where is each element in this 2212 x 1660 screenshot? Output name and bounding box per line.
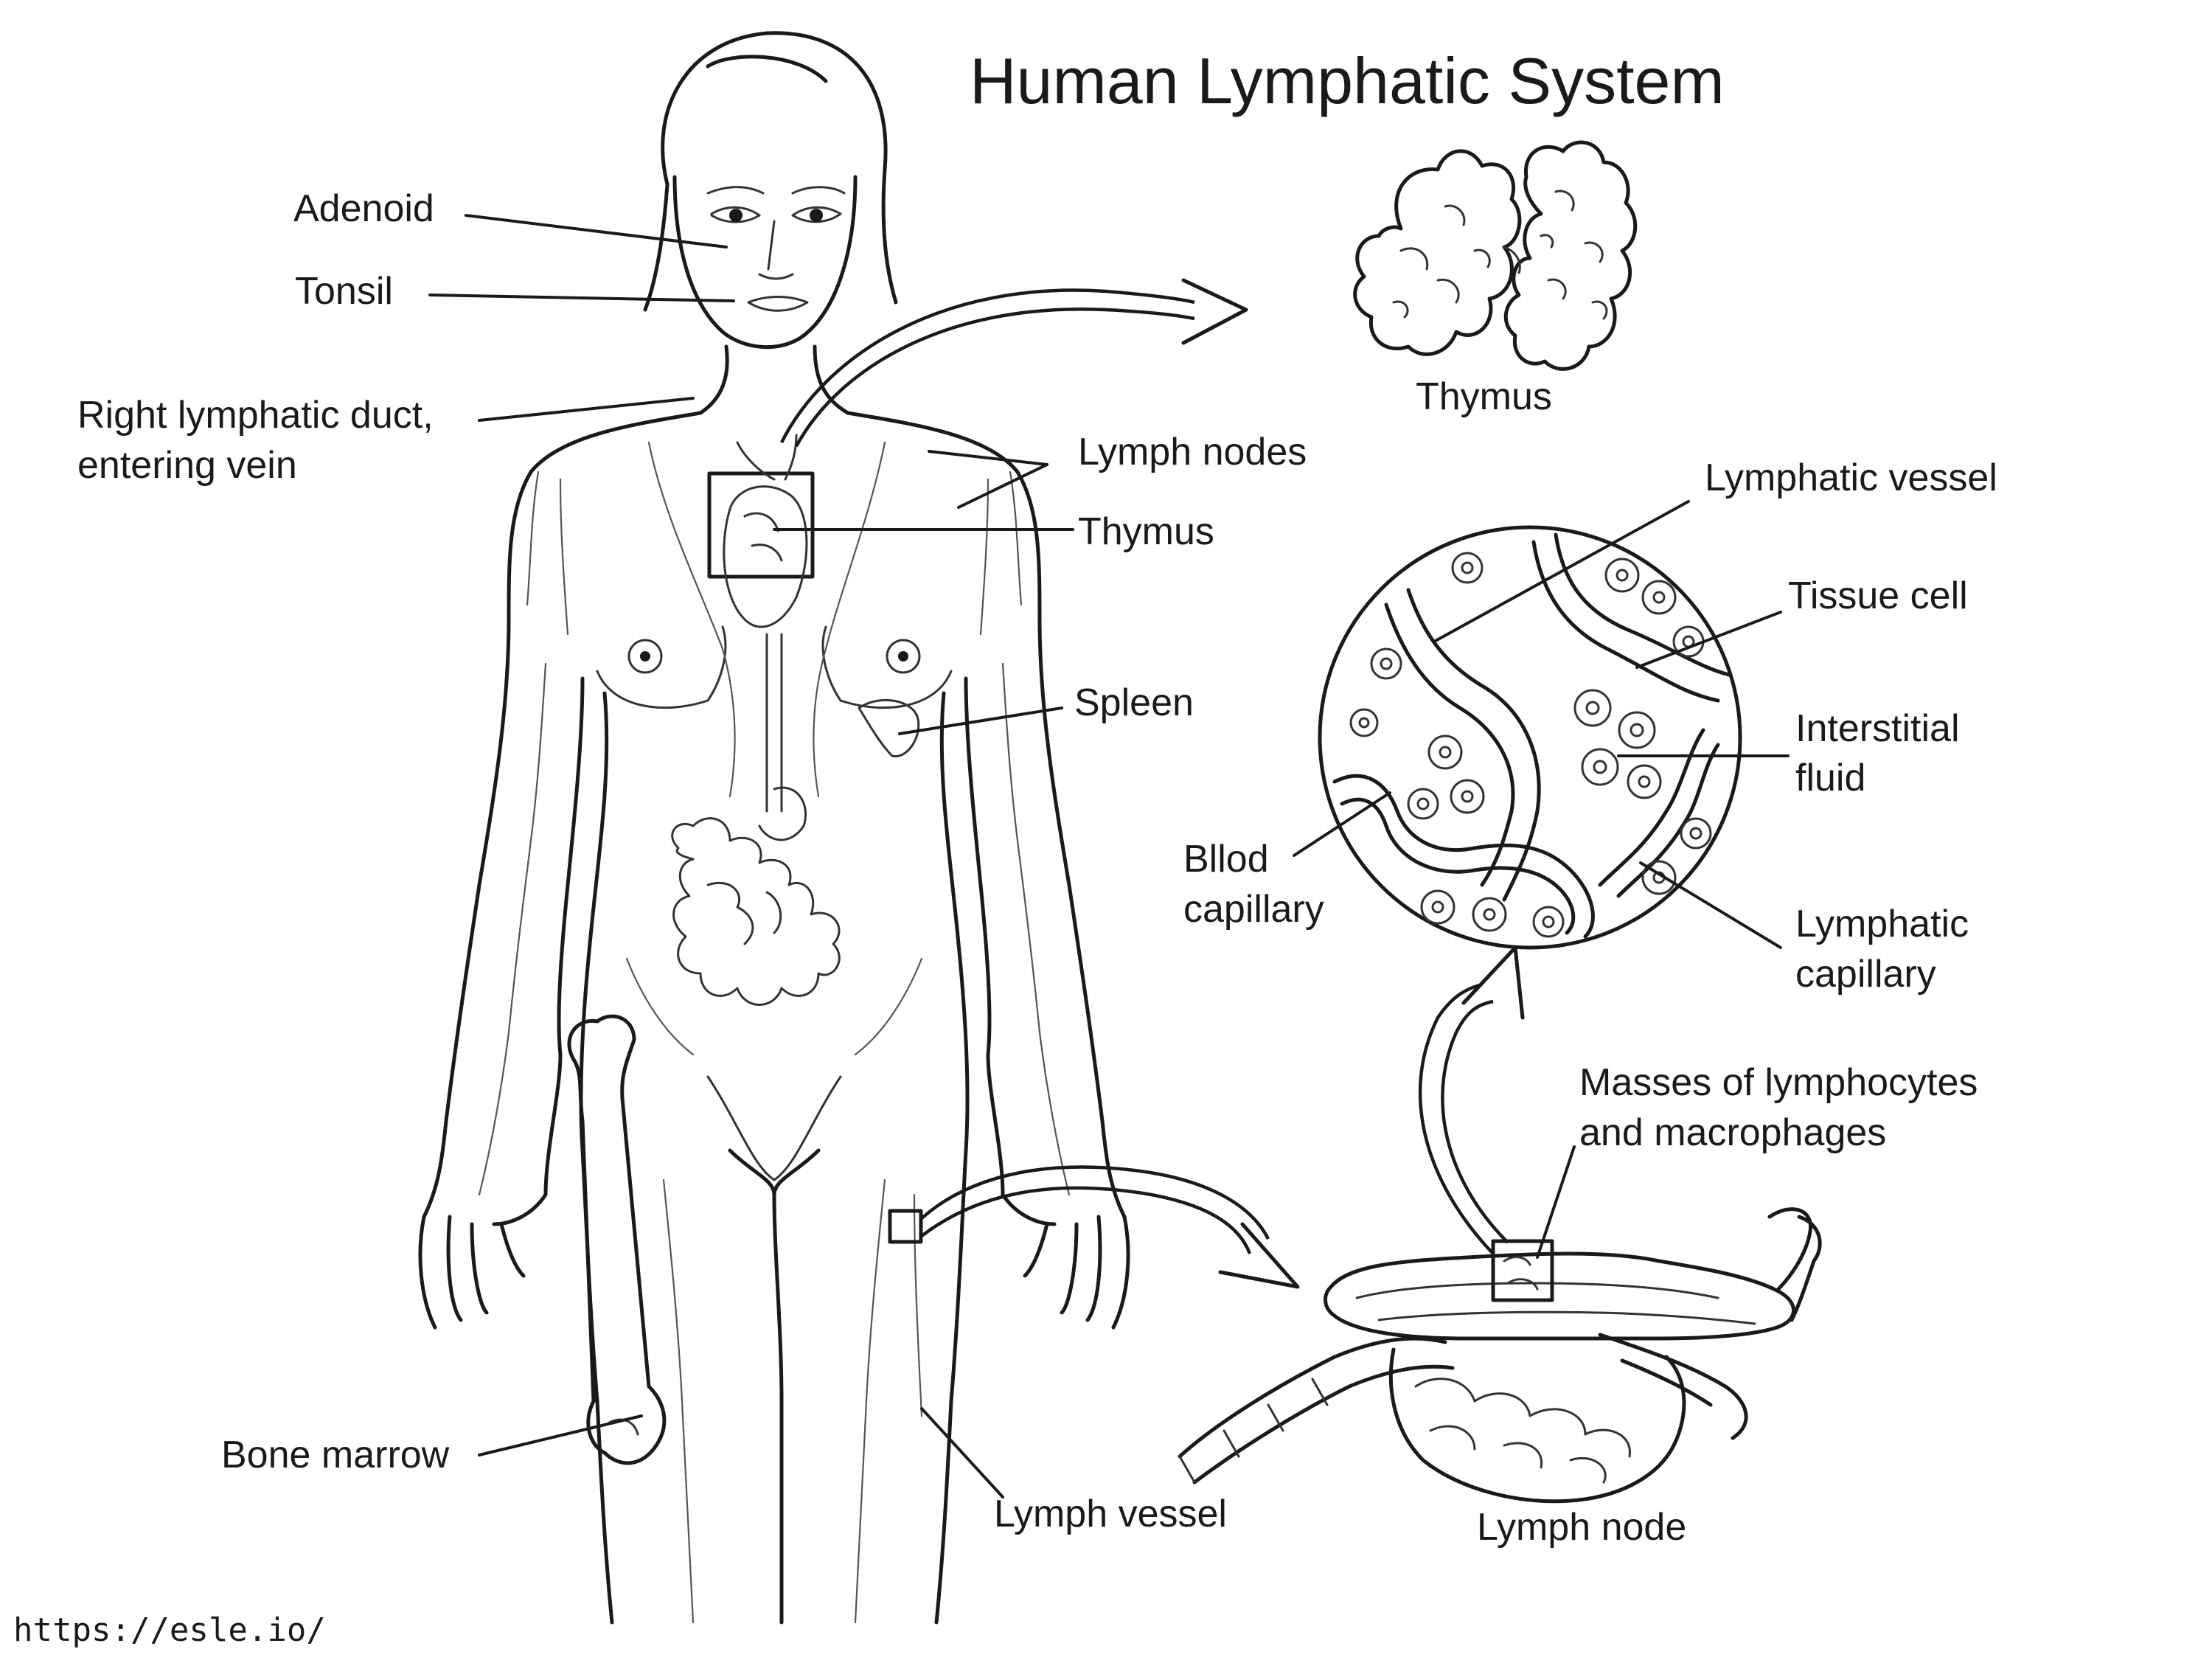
leader-bone-marrow (478, 1414, 643, 1456)
leader-lymphatic-capillary (1639, 861, 1782, 949)
label-spleen: Spleen (1074, 681, 1194, 724)
leader-adenoid (465, 214, 728, 249)
leader-lymphatic-vessel (1433, 500, 1690, 643)
groin-to-node-arrow (920, 1165, 1300, 1289)
watermark-url: https://esle.io/ (13, 1611, 326, 1649)
thymus-illustration (1353, 140, 1638, 371)
label-thymus-body: Thymus (1078, 510, 1214, 553)
leader-masses (1536, 1145, 1576, 1259)
label-thymus-detail: Thymus (1416, 375, 1552, 418)
human-figure-illustration (418, 31, 1130, 1625)
label-blood-capillary-line1: Bllod (1183, 838, 1269, 881)
label-right-duct-line1: Right lymphatic duct, (77, 394, 434, 437)
label-masses-line2: and macrophages (1579, 1111, 1886, 1154)
leader-spleen (898, 706, 1063, 735)
label-masses-line1: Masses of lymphocytes (1579, 1061, 1978, 1104)
label-bone-marrow: Bone marrow (221, 1434, 450, 1476)
leader-lymph-vessel (920, 1407, 1004, 1498)
label-tissue-cell: Tissue cell (1788, 574, 1968, 617)
tissue-detail-illustration (1318, 525, 1742, 950)
leader-tissue-cell (1635, 611, 1782, 669)
label-lymph-nodes: Lymph nodes (1078, 431, 1307, 473)
label-interstitial-line2: fluid (1795, 757, 1865, 799)
label-lymph-node: Lymph node (1477, 1506, 1686, 1549)
leader-lymph-nodes-b (957, 463, 1048, 509)
label-right-duct-line2: entering vein (77, 444, 297, 487)
leader-lymph-nodes-a (928, 450, 1048, 466)
label-lymphatic-vessel: Lymphatic vessel (1705, 456, 1997, 499)
leader-right-duct (478, 397, 695, 422)
label-lymphatic-capillary-line2: capillary (1795, 953, 1936, 996)
label-lymph-vessel: Lymph vessel (994, 1493, 1227, 1535)
label-adenoid: Adenoid (293, 187, 434, 230)
leader-blood-capillary (1293, 791, 1391, 857)
label-tonsil: Tonsil (295, 270, 393, 313)
diagram-title: Human Lymphatic System (970, 44, 1725, 117)
label-interstitial-line1: Interstitial (1795, 707, 1960, 750)
thymus-arrow (779, 278, 1248, 448)
label-lymphatic-capillary-line1: Lymphatic (1795, 903, 1969, 945)
node-to-tissue-arrow (1418, 945, 1525, 1255)
label-blood-capillary-line2: capillary (1183, 888, 1324, 931)
lymph-node-illustration (1178, 1207, 1822, 1504)
leader-tonsil (428, 294, 735, 302)
